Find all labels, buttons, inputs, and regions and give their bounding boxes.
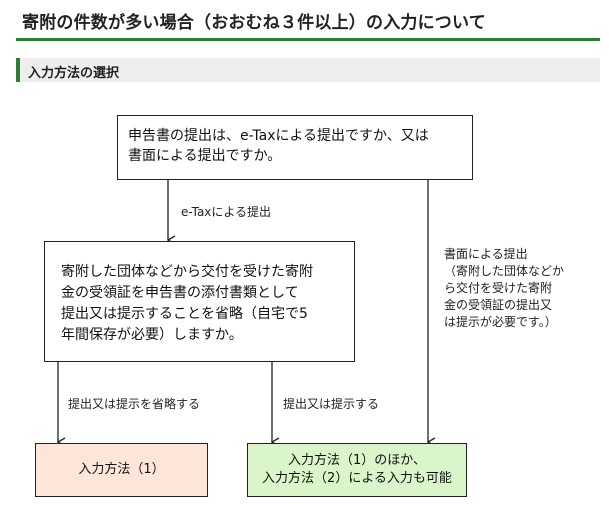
section-heading: 入力方法の選択 [16, 58, 600, 82]
label-etax-submission: e-Taxによる提出 [181, 205, 272, 219]
question-2-line-1: 寄附した団体などから交付を受けた寄附 [61, 264, 313, 280]
question-2-line-3: 提出又は提示することを省略（自宅で5 [61, 306, 308, 322]
result-2-line-1: 入力方法（1）のほか、 [287, 453, 426, 468]
result-2-line-2: 入力方法（2）による入力も可能 [262, 471, 452, 486]
question-2-line-4: 年間保存が必要）しますか。 [61, 327, 243, 343]
question-1-line-1: 申告書の提出は、e-Taxによる提出ですか、又は [128, 128, 429, 144]
page-title: 寄附の件数が多い場合（おおむね３件以上）の入力について [22, 13, 486, 33]
label-paper-line-1: 書面による提出 [444, 247, 528, 261]
question-2-line-2: 金の受領証を申告書の添付書類として [61, 285, 299, 301]
section-heading-label: 入力方法の選択 [28, 66, 120, 81]
label-paper-line-3: ら交付を受けた寄附 [444, 281, 553, 295]
question-box-submission-method: 申告書の提出は、e-Taxによる提出ですか、又は 書面による提出ですか。 [117, 115, 473, 180]
label-paper-line-5: は提示が必要です。） [444, 315, 557, 329]
title-divider [16, 38, 600, 41]
label-paper-line-2: （寄附した団体などか [444, 264, 565, 278]
label-paper-line-4: 金の受領証の提出又 [444, 298, 553, 312]
result-box-method-1: 入力方法（1） [35, 443, 208, 497]
label-omit: 提出又は提示を省略する [68, 397, 201, 411]
question-1-line-2: 書面による提出ですか。 [128, 148, 282, 164]
question-box-omit-receipt: 寄附した団体などから交付を受けた寄附 金の受領証を申告書の添付書類として 提出又… [44, 241, 355, 362]
result-box-method-1-or-2: 入力方法（1）のほか、 入力方法（2）による入力も可能 [247, 443, 467, 497]
result-1-label: 入力方法（1） [78, 462, 165, 477]
label-paper-submission: 書面による提出 （寄附した団体などか ら交付を受けた寄附 金の受領証の提出又 は… [444, 246, 594, 331]
section-accent-bar [16, 58, 20, 82]
label-submit: 提出又は提示する [283, 397, 380, 411]
